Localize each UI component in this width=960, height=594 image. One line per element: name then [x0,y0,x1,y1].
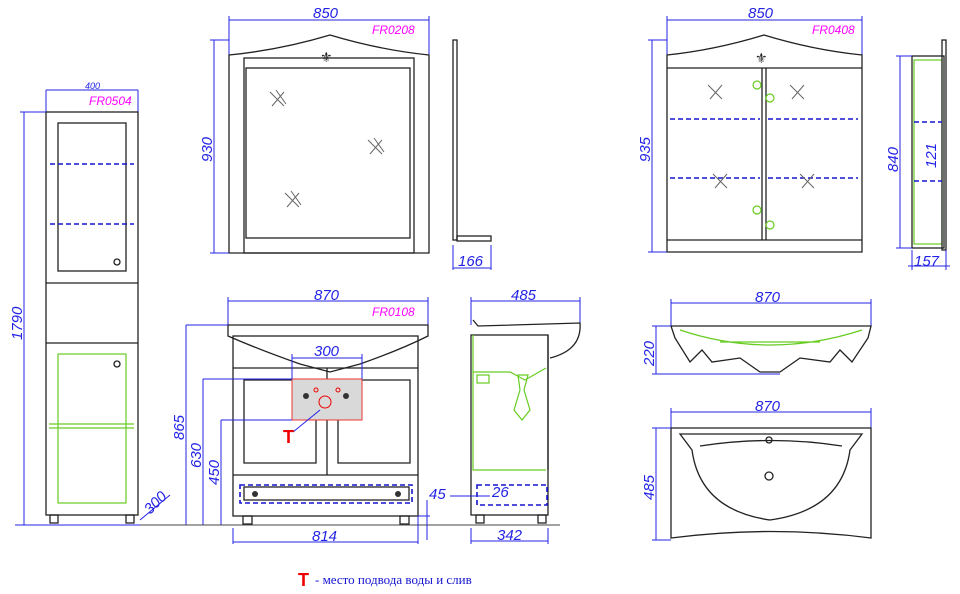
tall-cabinet-height: 1790 [9,306,26,340]
vanity-height-450: 450 [206,459,223,485]
basin-top-drawing: 870 485 [641,398,872,541]
legend: Т - место подвода воды и слив [298,570,472,590]
mirror-cabinet-shelf-gap: 121 [923,143,940,168]
mirror-cabinet-side-height: 840 [885,146,902,172]
tall-cabinet-code: FR0504 [89,94,132,108]
vanity-height: 865 [171,414,188,440]
legend-symbol: Т [298,570,309,590]
mirror-width: 850 [313,5,339,22]
vanity-leg-height: 45 [429,486,446,503]
mirror-cabinet-height: 935 [637,136,654,162]
mirror-drawing: 850 FR0208 ⚜ 930 166 [199,5,492,270]
mirror-cabinet-drawing: 850 FR0408 ⚜ 935 840 121 157 [637,5,950,270]
vanity-base-width: 814 [312,528,337,545]
basin-side-drawing: 870 220 [641,289,872,375]
mirror-height: 930 [199,136,216,162]
tall-cabinet-depth: 300 [141,488,171,518]
basin-top-depth: 485 [641,474,658,500]
vanity-width: 870 [314,287,340,304]
mirror-cabinet-code: FR0408 [812,23,855,37]
ornament-icon: ⚜ [320,51,333,66]
ornament-icon: ⚜ [755,52,768,67]
service-zone [291,378,363,421]
vanity-front-drawing: 870 FR0108 Т 300 865 630 450 814 45 [140,287,560,545]
mirror-code: FR0208 [372,23,415,37]
legend-text: - место подвода воды и слив [315,572,472,587]
vanity-code: FR0108 [372,305,415,319]
mirror-cabinet-depth: 157 [914,253,940,270]
tall-cabinet-width: 400 [85,81,100,91]
vanity-drawer-gap: 26 [491,484,509,501]
mirror-depth: 166 [458,253,484,270]
tall-cabinet-drawing: 400 FR0504 1790 300 [9,81,190,526]
water-supply-mark: Т [283,427,294,447]
vanity-height-630: 630 [188,442,205,468]
vanity-side-depth: 485 [511,287,537,304]
vanity-side-drawing: 485 26 342 [450,287,581,544]
vanity-service-zone-width: 300 [314,343,340,360]
mirror-cabinet-width: 850 [748,5,774,22]
vanity-side-base-depth: 342 [497,527,523,544]
basin-side-height: 220 [641,340,658,367]
basin-top-width: 870 [755,398,781,415]
basin-side-width: 870 [755,289,781,306]
